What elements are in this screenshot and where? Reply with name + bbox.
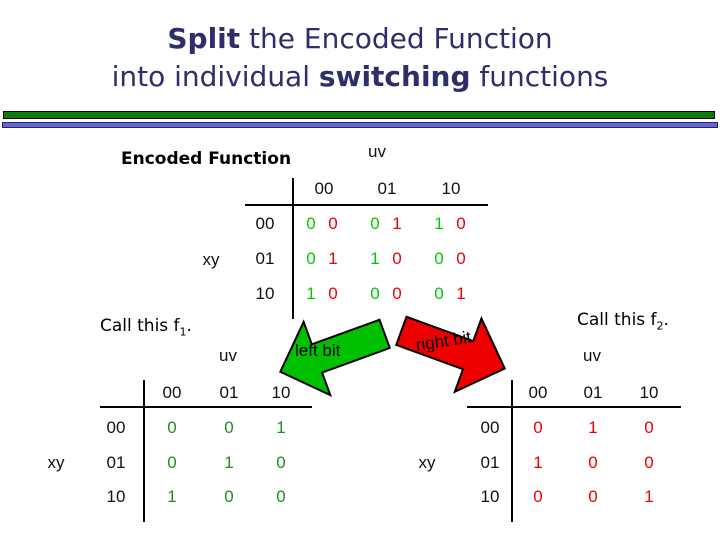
f1-map-row-header: 10 — [106, 487, 126, 506]
title-line-1: Split the Encoded Function — [0, 20, 720, 58]
encoded-map-cell-bit: 0 — [392, 249, 402, 268]
title-word-split: Split — [167, 22, 241, 55]
f1-map-cell: 0 — [167, 453, 177, 472]
f1-map-row-axis-label: xy — [47, 453, 65, 472]
f1-map-cell: 1 — [167, 487, 177, 506]
encoded-map-cell-bit: 1 — [328, 249, 338, 268]
encoded-map-col-header: 10 — [441, 179, 461, 198]
divider-bar-blue — [2, 122, 718, 128]
encoded-map-row-header: 00 — [255, 214, 275, 233]
f1-map-col-header: 00 — [162, 383, 182, 402]
title-line-2: into individual switching functions — [0, 58, 720, 96]
f2-map-axis-hline — [467, 406, 681, 408]
f2-map-cell: 1 — [644, 487, 654, 506]
f1-map-cell: 0 — [224, 418, 234, 437]
encoded-map-col-axis-label: uv — [368, 142, 386, 161]
title-line2-post: functions — [470, 60, 609, 93]
f1-map-cell: 0 — [224, 487, 234, 506]
f2-map-cell: 0 — [644, 418, 654, 437]
encoded-map-col-header: 00 — [314, 179, 334, 198]
f2-map-row-header: 10 — [480, 487, 500, 506]
left-bit-label: left bit — [295, 341, 341, 360]
caption-f2-text: Call this f — [577, 310, 657, 330]
f2-map-row-header: 01 — [480, 453, 500, 472]
encoded-map-cell-bit: 0 — [456, 214, 466, 233]
title-word-switching: switching — [318, 60, 471, 93]
caption-f1-text: Call this f — [100, 316, 180, 336]
f2-map-cell: 0 — [644, 453, 654, 472]
f1-map-cell: 0 — [276, 487, 286, 506]
encoded-map-cell-bit: 0 — [328, 214, 338, 233]
encoded-map-cell-bit: 0 — [306, 214, 316, 233]
f1-map-col-header: 01 — [219, 383, 239, 402]
caption-f2-subscript: 2 — [656, 319, 664, 333]
f2-map-cell: 0 — [533, 418, 543, 437]
f1-map-col-axis-label: uv — [219, 346, 237, 365]
f1-map-axis-vline — [143, 380, 145, 522]
caption-f1-subscript: 1 — [179, 325, 187, 339]
encoded-map-cell-bit: 0 — [370, 214, 380, 233]
encoded-map-cell-bit: 0 — [392, 284, 402, 303]
f1-map-cell: 0 — [276, 453, 286, 472]
f2-map-cell: 0 — [588, 453, 598, 472]
encoded-map-cell-bit: 0 — [456, 249, 466, 268]
caption-f2-period: . — [663, 310, 669, 330]
f1-map-axis-hline — [100, 406, 312, 408]
left-bit-arrow-icon — [278, 318, 392, 398]
f2-map-col-header: 10 — [639, 383, 659, 402]
encoded-map-row-header: 01 — [255, 249, 275, 268]
right-bit-arrow-icon — [394, 315, 507, 394]
encoded-map-row-axis-label: xy — [202, 250, 220, 269]
f2-map-cell: 1 — [533, 453, 543, 472]
caption-f1-period: . — [186, 316, 192, 336]
encoded-map-cell-bit: 0 — [434, 249, 444, 268]
f1-map-cell: 0 — [167, 418, 177, 437]
encoded-map-row-header: 10 — [255, 284, 275, 303]
encoded-map-cell-bit: 0 — [306, 249, 316, 268]
encoded-map-cell-bit: 0 — [328, 284, 338, 303]
encoded-map-axis-hline — [245, 204, 488, 206]
f2-map-axis-vline — [511, 380, 513, 522]
title-line2-pre: into individual — [111, 60, 319, 93]
f1-map-cell: 1 — [276, 418, 286, 437]
f2-map-cell: 0 — [588, 487, 598, 506]
encoded-function-label: Encoded Function — [121, 149, 292, 169]
encoded-map-col-header: 01 — [377, 179, 397, 198]
f2-map-col-axis-label: uv — [583, 346, 601, 365]
f2-map-row-axis-label: xy — [418, 453, 436, 472]
caption-f2: Call this f2. — [577, 310, 669, 332]
f2-map-cell: 1 — [588, 418, 598, 437]
divider-bar-green — [3, 111, 715, 119]
f1-map-row-header: 00 — [106, 418, 126, 437]
encoded-map-cell-bit: 1 — [306, 284, 316, 303]
f2-map-cell: 0 — [533, 487, 543, 506]
title-line1-rest: the Encoded Function — [240, 22, 553, 55]
encoded-map-cell-bit: 0 — [434, 284, 444, 303]
encoded-map-cell-bit: 1 — [434, 214, 444, 233]
encoded-map-cell-bit: 1 — [370, 249, 380, 268]
encoded-map-axis-vline — [292, 178, 294, 319]
f2-map-col-header: 00 — [528, 383, 548, 402]
encoded-map-cell-bit: 1 — [392, 214, 402, 233]
f1-map-row-header: 01 — [106, 453, 126, 472]
f2-map-col-header: 01 — [583, 383, 603, 402]
f2-map-row-header: 00 — [480, 418, 500, 437]
f1-map-cell: 1 — [224, 453, 234, 472]
f1-map-col-header: 10 — [271, 383, 291, 402]
slide-title: Split the Encoded Function into individu… — [0, 20, 720, 96]
caption-f1: Call this f1. — [100, 316, 192, 338]
encoded-map-cell-bit: 0 — [370, 284, 380, 303]
encoded-map-cell-bit: 1 — [456, 284, 466, 303]
